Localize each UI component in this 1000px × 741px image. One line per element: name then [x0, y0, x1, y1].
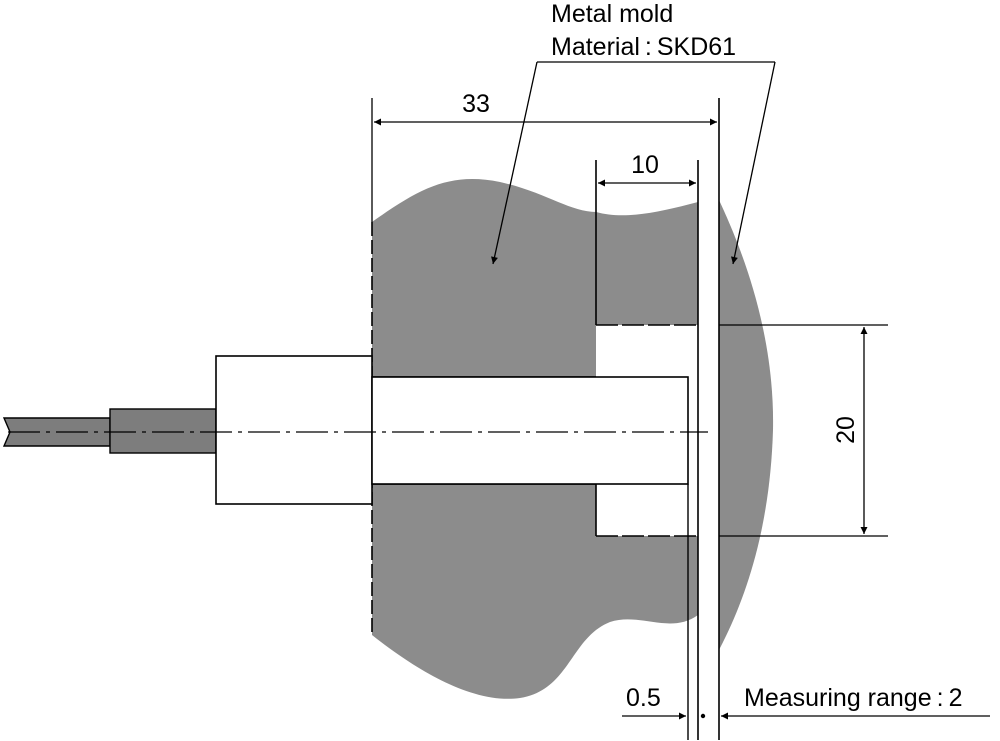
- sensor-housing: [215, 355, 373, 505]
- overall-length-label: 33: [462, 90, 490, 118]
- mold-body-lower: [372, 484, 698, 699]
- dimension-gap-height: [719, 324, 888, 537]
- slot-width-label: 10: [631, 151, 659, 179]
- dimension-overall: [371, 98, 717, 222]
- sensor-probe: [371, 376, 689, 485]
- measuring-range-label: Measuring range : 2: [744, 684, 962, 712]
- mold-body-upper: [372, 179, 698, 377]
- offset-label: 0.5: [626, 684, 661, 712]
- target-piece: [719, 200, 774, 650]
- callout-line-1: Metal mold: [551, 0, 673, 28]
- callout-leaders: [491, 61, 776, 265]
- measuring-origin-dot: [700, 713, 706, 719]
- gap-height-label: 20: [832, 416, 860, 444]
- sensor-cable: [2, 408, 217, 454]
- callout-line-2: Material : SKD61: [551, 33, 736, 61]
